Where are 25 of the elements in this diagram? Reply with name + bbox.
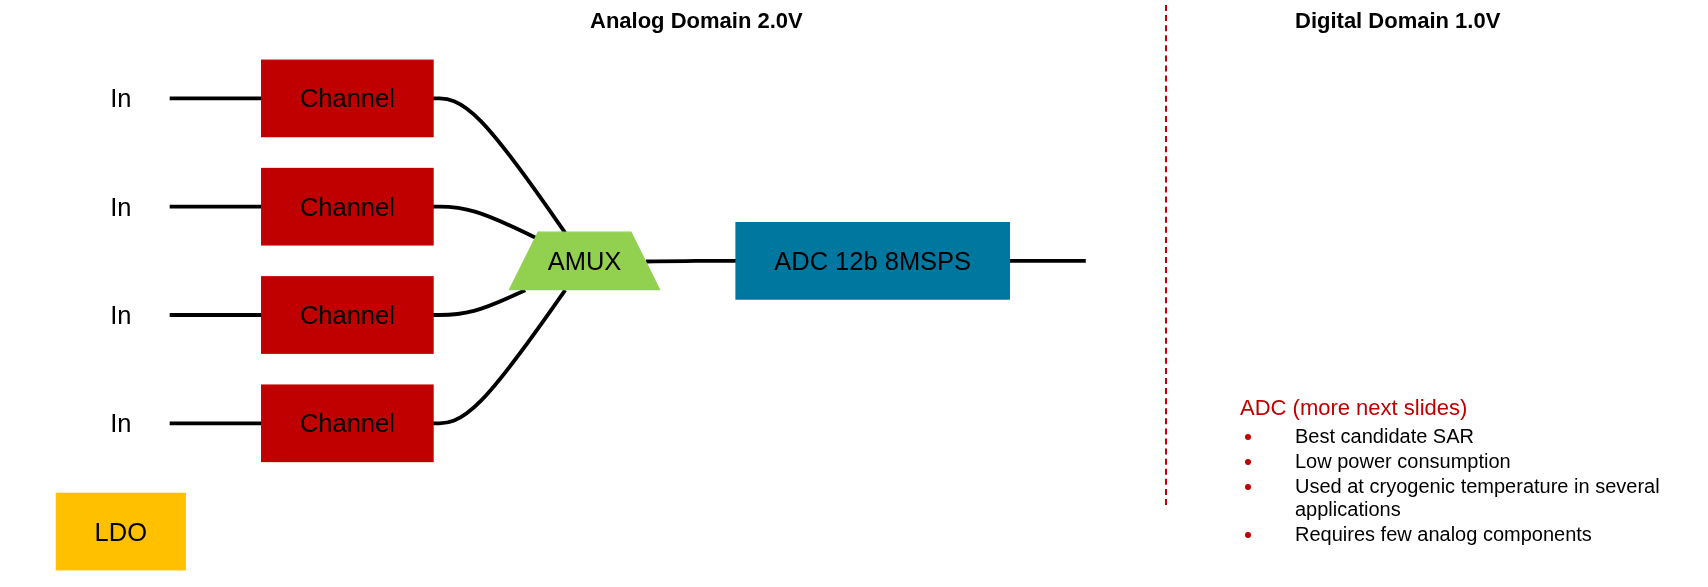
node-box: Channel: [261, 59, 434, 138]
bullet-item: Requires few analog components: [1295, 523, 1700, 546]
node-text: In: [110, 84, 132, 113]
bullet-item: Low power consumption: [1295, 450, 1700, 473]
node-box: LDO: [55, 492, 186, 571]
connector: [169, 96, 262, 101]
node-box: Channel: [261, 384, 434, 463]
node-box: Channel: [261, 167, 434, 246]
node-text: In: [110, 192, 132, 221]
bullet-item: Best candidate SAR: [1295, 425, 1700, 448]
connector: [645, 258, 736, 264]
node-box: ADC 12b 8MSPS: [735, 222, 1010, 300]
node-text: In: [110, 300, 132, 330]
connector: [169, 204, 262, 209]
bullet-item: Used at cryogenic temperature in several applications: [1295, 475, 1700, 521]
note-heading: ADC (more next slides): [1240, 395, 1469, 421]
domain-heading: Digital Domain 1.0V: [1295, 8, 1501, 34]
domain-heading: Analog Domain 2.0V: [590, 8, 803, 34]
connector: [433, 204, 537, 240]
connector: [169, 313, 262, 317]
node-text: In: [110, 409, 132, 438]
connector: [1009, 258, 1086, 263]
connector: [433, 289, 567, 426]
node-box: Channel: [261, 276, 434, 354]
connector: [169, 421, 262, 426]
